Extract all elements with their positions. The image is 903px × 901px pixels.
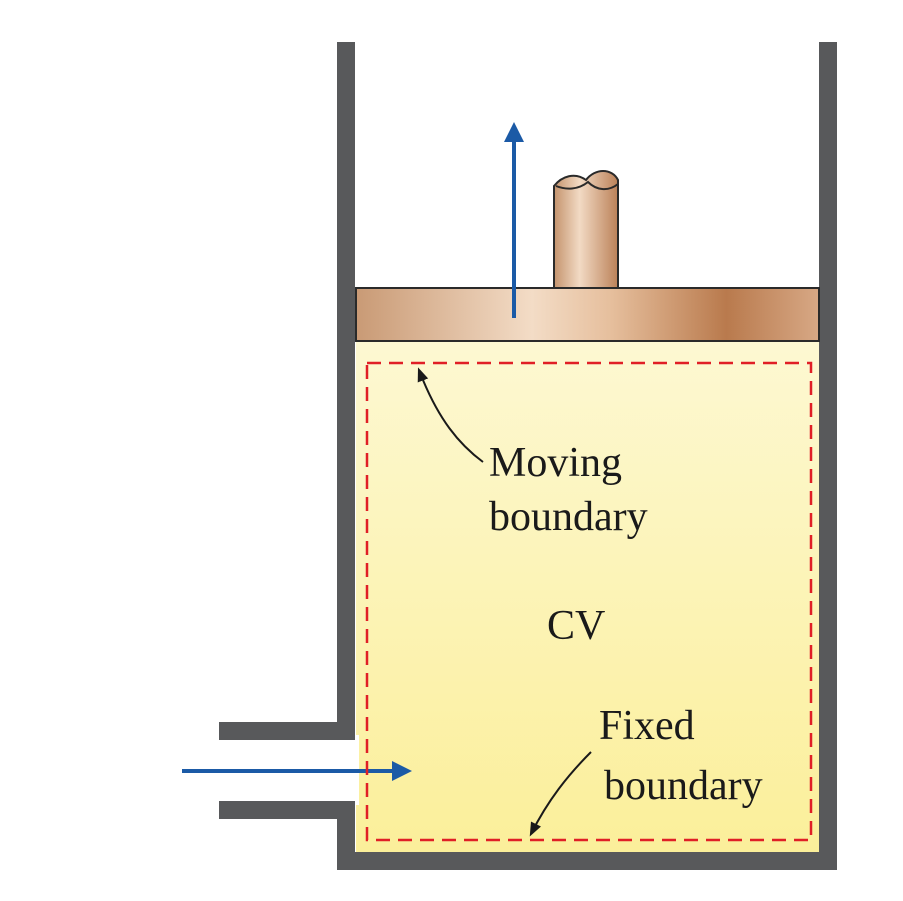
cylinder-left-wall-lower-and-base (219, 42, 837, 870)
piston-rod-top (555, 180, 619, 190)
fluid-region (356, 341, 821, 852)
piston-rod (553, 170, 619, 289)
fixed-boundary-label-line2: boundary (604, 763, 763, 809)
control-volume-label: CV (547, 603, 605, 649)
moving-boundary-leader (417, 367, 484, 463)
cylinder-left-wall-upper (219, 42, 355, 740)
moving-boundary-label-line1: Moving (489, 440, 622, 486)
moving-boundary-label-line2: boundary (489, 494, 648, 540)
piston-head (355, 287, 820, 342)
control-volume-boundary (365, 361, 813, 842)
fixed-boundary-label-line1: Fixed (599, 703, 695, 749)
fixed-boundary-leader (529, 751, 592, 837)
